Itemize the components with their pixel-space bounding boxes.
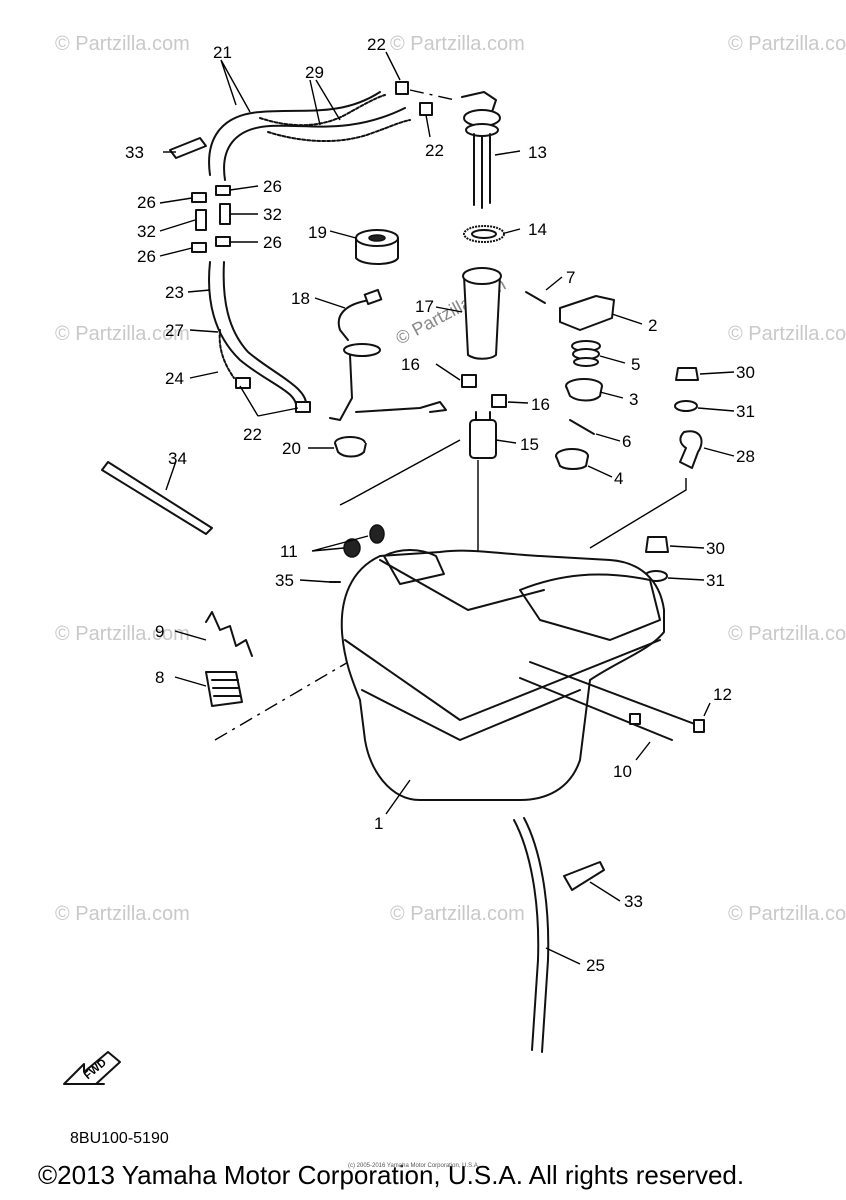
- part-1-fuel-tank: [340, 549, 665, 801]
- callout-35: 35: [275, 571, 294, 590]
- callout-29: 29: [305, 63, 324, 82]
- callout-15: 15: [520, 435, 539, 454]
- callout-27: 27: [165, 321, 184, 340]
- callout-5: 5: [631, 355, 640, 374]
- callout-18: 18: [291, 289, 310, 308]
- callout-3: 3: [629, 390, 638, 409]
- part-22-clamp: [235, 377, 251, 389]
- watermark: © Partzilla.com: [390, 903, 525, 925]
- callout-30: 30: [706, 539, 725, 558]
- part-14-ring: [463, 225, 505, 243]
- callout-28: 28: [736, 447, 755, 466]
- watermark: © Partzilla.com: [55, 323, 190, 345]
- part-16-clamp: [461, 374, 477, 388]
- callout-13: 13: [528, 143, 547, 162]
- part-19-grommet: [355, 229, 399, 265]
- part-28-band: [679, 430, 703, 469]
- part-15-fuel-filter: [469, 411, 497, 459]
- copyright-small: (c) 2005-2016 Yamaha Motor Corporation, …: [348, 1163, 480, 1169]
- callout-31: 31: [706, 571, 725, 590]
- part-29-corrugated-hoses: [259, 94, 411, 143]
- part-6-pin: [569, 419, 595, 435]
- part-34-cable-tie: [101, 461, 213, 535]
- callout-26: 26: [263, 177, 282, 196]
- part-4-grommet: [555, 448, 589, 470]
- watermark: © Partzilla.com: [728, 903, 846, 925]
- callout-32: 32: [263, 205, 282, 224]
- watermark-layer: © Partzilla.com © Partzilla.com © Partzi…: [55, 33, 846, 925]
- watermark: © Partzilla.com: [728, 323, 846, 345]
- callout-8: 8: [155, 668, 164, 687]
- part-25-hose: [513, 817, 550, 1053]
- callout-22: 22: [425, 141, 444, 160]
- callout-10: 10: [613, 762, 632, 781]
- callout-labels: 21 29 22 22 13 33 26 26 32 32 26 26 14 1…: [125, 35, 755, 975]
- callout-7: 7: [566, 268, 575, 287]
- callout-26: 26: [263, 233, 282, 252]
- callout-16: 16: [531, 395, 550, 414]
- watermark: © Partzilla.com: [55, 33, 190, 55]
- part-18-level-sender: [329, 288, 447, 421]
- part-23-hose: [208, 261, 308, 411]
- diagram-code: 8BU100-5190: [70, 1130, 169, 1147]
- callout-25: 25: [586, 956, 605, 975]
- callout-22: 22: [367, 35, 386, 54]
- part-31-washer: [644, 400, 698, 582]
- part-2-bracket: [559, 295, 615, 331]
- watermark: © Partzilla.com: [728, 33, 846, 55]
- fwd-arrow-icon: FWD: [63, 1051, 121, 1085]
- watermark: © Partzilla.com: [55, 623, 190, 645]
- callout-22: 22: [243, 425, 262, 444]
- part-12-bolt: [529, 661, 705, 733]
- callout-9: 9: [155, 622, 164, 641]
- part-32-joint: [195, 203, 231, 231]
- callout-6: 6: [622, 432, 631, 451]
- callout-33: 33: [624, 892, 643, 911]
- callout-2: 2: [648, 316, 657, 335]
- part-21-hoses: [208, 91, 406, 181]
- part-22-clamp: [395, 81, 433, 116]
- part-30-nut: [645, 367, 699, 553]
- part-20-grommet: [334, 436, 367, 458]
- callout-32: 32: [137, 222, 156, 241]
- callout-26: 26: [137, 247, 156, 266]
- callout-31: 31: [736, 402, 755, 421]
- callout-4: 4: [614, 469, 623, 488]
- callout-23: 23: [165, 283, 184, 302]
- callout-21: 21: [213, 43, 232, 62]
- copyright-notice: ©2013 Yamaha Motor Corporation, U.S.A. A…: [38, 1160, 745, 1190]
- callout-24: 24: [165, 369, 184, 388]
- watermark: © Partzilla.com: [728, 623, 846, 645]
- part-16-clamp: [491, 394, 507, 408]
- part-9-clip: [205, 611, 253, 657]
- part-11-washer: [369, 524, 385, 544]
- callout-19: 19: [308, 223, 327, 242]
- callout-12: 12: [713, 685, 732, 704]
- part-5-spring: [571, 340, 601, 367]
- callout-11: 11: [280, 542, 298, 561]
- callout-14: 14: [528, 220, 547, 239]
- callout-16: 16: [401, 355, 420, 374]
- callout-33: 33: [125, 143, 144, 162]
- part-33-band: [169, 137, 207, 159]
- part-13-fuel-fitting: [461, 91, 501, 209]
- part-8-grate: [205, 671, 243, 707]
- part-3-cap: [565, 378, 603, 402]
- watermark: © Partzilla.com: [390, 33, 525, 55]
- parts-diagram: © Partzilla.com © Partzilla.com © Partzi…: [55, 33, 846, 1085]
- callout-1: 1: [374, 814, 383, 833]
- part-10-bolt: [519, 677, 673, 741]
- callout-26: 26: [137, 193, 156, 212]
- part-33-band: [563, 861, 605, 891]
- watermark: © Partzilla.com: [55, 903, 190, 925]
- leader-lines: [159, 51, 735, 965]
- callout-20: 20: [282, 439, 301, 458]
- part-24-hose: [218, 329, 235, 379]
- callout-17: 17: [415, 297, 434, 316]
- callout-30: 30: [736, 363, 755, 382]
- part-17-filler-tube: [462, 267, 502, 360]
- part-7-pin: [525, 291, 546, 304]
- callout-34: 34: [168, 449, 187, 468]
- part-22-clamp: [295, 401, 311, 413]
